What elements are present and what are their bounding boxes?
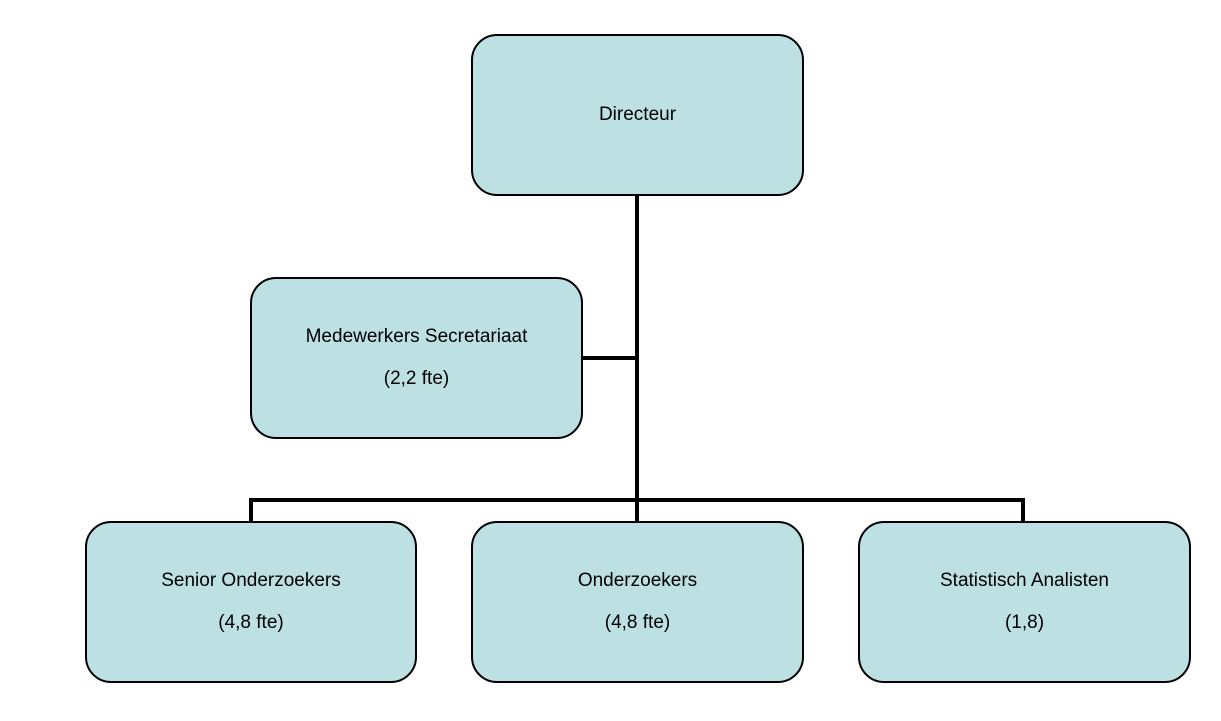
node-statistisch-title: Statistisch Analisten xyxy=(940,570,1109,591)
node-senior-onderzoekers: Senior Onderzoekers (4,8 fte) xyxy=(85,521,417,683)
node-statistisch-analisten: Statistisch Analisten (1,8) xyxy=(858,521,1191,683)
node-statistisch-fte: (1,8) xyxy=(1004,612,1045,633)
node-secretariaat-title: Medewerkers Secretariaat xyxy=(305,326,528,347)
node-senior-fte: (4,8 fte) xyxy=(218,612,284,633)
node-onderzoekers-fte: (4,8 fte) xyxy=(604,612,671,633)
node-directeur: Directeur xyxy=(471,34,804,196)
node-onderzoekers-title: Onderzoekers xyxy=(577,570,698,591)
node-senior-title: Senior Onderzoekers xyxy=(161,570,341,591)
node-secretariaat-fte: (2,2 fte) xyxy=(383,368,450,389)
node-onderzoekers: Onderzoekers (4,8 fte) xyxy=(471,521,804,683)
node-directeur-title: Directeur xyxy=(598,104,677,125)
node-medewerkers-secretariaat: Medewerkers Secretariaat (2,2 fte) xyxy=(250,277,583,439)
